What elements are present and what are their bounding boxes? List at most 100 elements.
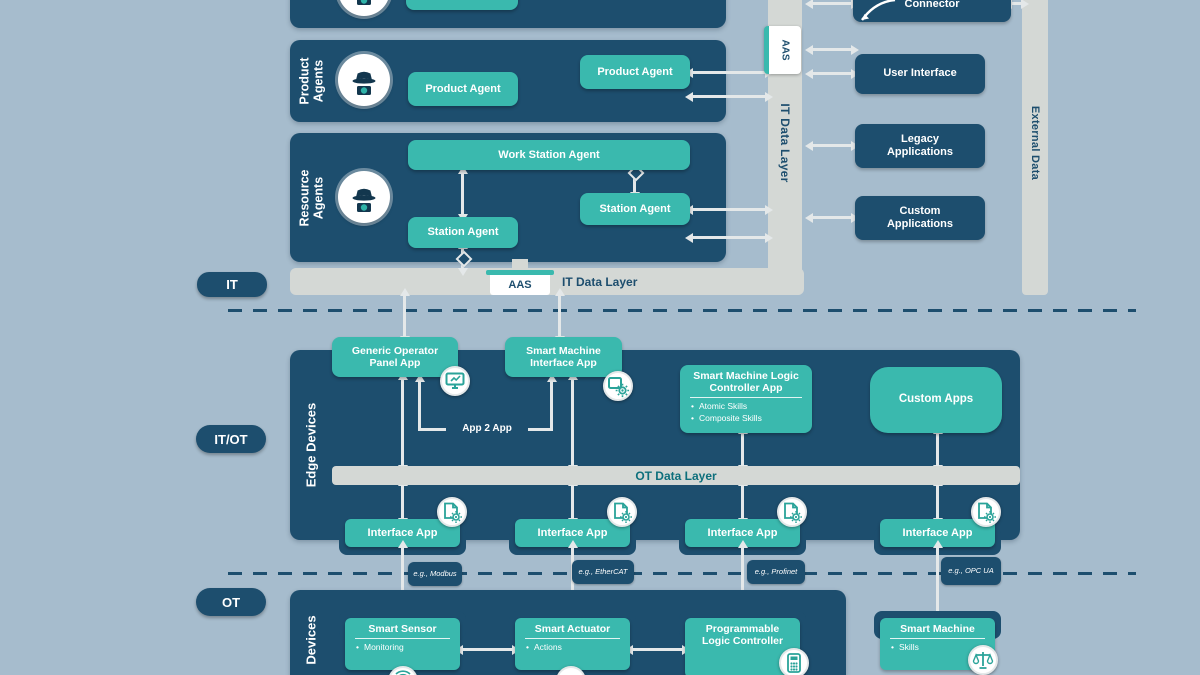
aas-tab-cap xyxy=(486,270,554,275)
arrow xyxy=(805,68,859,79)
arrow xyxy=(737,426,748,473)
edge-devices-label-strip: Edge Devices xyxy=(294,350,330,540)
divider xyxy=(890,638,985,640)
agent-avatar xyxy=(338,54,390,106)
arrow xyxy=(805,140,859,151)
external-data-bar xyxy=(1022,0,1048,295)
itot-ot-divider xyxy=(228,572,1136,575)
smart-sensor-card: Smart Sensor Monitoring xyxy=(345,618,460,670)
app2app-label: App 2 App xyxy=(446,420,528,437)
ot-devices-label-strip: Devices xyxy=(294,590,330,675)
product-agents-label: Product Agents xyxy=(297,57,326,105)
protocol-tag-opcua: e.g., OPC UA xyxy=(941,557,1001,585)
arrow xyxy=(737,478,748,526)
interface-app-icon-circle xyxy=(437,497,467,527)
legacy-applications-box: Legacy Applications xyxy=(855,124,985,168)
station-agent-button-right: Station Agent xyxy=(580,193,690,225)
arrow xyxy=(685,91,773,102)
monitor-icon xyxy=(445,372,465,389)
station-agent-button-left: Station Agent xyxy=(408,217,518,248)
generic-operator-panel-app: Generic Operator Panel App xyxy=(332,337,458,377)
sensor-icon xyxy=(395,670,411,675)
ot-devices-label: Devices xyxy=(303,615,319,665)
user-interface-box: User Interface xyxy=(855,54,985,94)
arrow xyxy=(397,478,408,526)
arrow xyxy=(546,374,557,429)
arrow xyxy=(625,644,690,655)
station-agent-left-label: Station Agent xyxy=(427,226,499,239)
arrow xyxy=(455,644,520,655)
smart-sensor-bullet: Monitoring xyxy=(351,642,454,654)
station-agent-right-label: Station Agent xyxy=(599,202,671,215)
arrow xyxy=(414,374,425,429)
external-data-label: External Data xyxy=(1029,105,1041,180)
it-data-layer-bottom-label: IT Data Layer xyxy=(562,274,638,289)
arrow xyxy=(399,288,410,344)
work-station-agent-button: Work Station Agent xyxy=(408,140,690,170)
product-agent-button-2: Product Agent xyxy=(580,55,690,89)
product-agents-label-strip: Product Agents xyxy=(292,40,332,122)
plc-icon-circle xyxy=(779,648,809,675)
interface-app-icon-circle xyxy=(777,497,807,527)
arrow xyxy=(805,44,859,55)
custom-apps-box: Custom Apps xyxy=(870,367,1002,433)
aas-vertical-label: AAS xyxy=(779,39,791,61)
arrow xyxy=(554,288,565,344)
smart-actuator-title: Smart Actuator xyxy=(534,623,611,635)
operator-panel-icon-circle xyxy=(440,366,470,396)
arrow xyxy=(932,540,943,625)
connector-box: Connector xyxy=(853,0,1011,22)
doc-gear-icon xyxy=(784,502,802,523)
aas-stem xyxy=(512,259,528,270)
arrow xyxy=(685,204,773,215)
smart-actuator-card: Smart Actuator Actions xyxy=(515,618,630,670)
divider xyxy=(355,638,450,640)
section-label-itot: IT/OT xyxy=(196,425,266,453)
aas-vertical-box: AAS xyxy=(764,26,801,74)
arrow xyxy=(567,478,578,526)
actuator-icon xyxy=(559,669,583,675)
product-agent-button-label: Product Agent xyxy=(425,82,501,95)
scale-icon xyxy=(972,652,994,669)
protocol-tag-profinet: e.g., Profinet xyxy=(747,560,805,584)
product-agent-button: Product Agent xyxy=(408,72,518,106)
agent-icon xyxy=(357,0,371,5)
section-label-it: IT xyxy=(197,272,267,297)
divider xyxy=(690,397,802,399)
arrow xyxy=(932,426,943,473)
smart-actuator-bullet: Actions xyxy=(521,642,624,654)
legacy-applications-label: Legacy Applications xyxy=(886,132,953,158)
smlc-title: Smart Machine Logic Controller App xyxy=(693,370,799,395)
arrow xyxy=(805,0,859,9)
quill-icon xyxy=(861,0,896,21)
smlc-bullet: Atomic Skills xyxy=(686,401,806,413)
arrow xyxy=(567,372,578,473)
aas-tab-label: AAS xyxy=(508,279,532,291)
aas-tab: AAS xyxy=(490,275,550,295)
custom-applications-label: Custom Applications xyxy=(886,204,953,230)
user-interface-label: User Interface xyxy=(883,67,957,80)
agent-icon xyxy=(352,71,376,95)
connector-quill xyxy=(858,0,898,27)
smart-sensor-title: Smart Sensor xyxy=(368,623,437,635)
smlc-bullet: Composite Skills xyxy=(686,413,806,425)
edge-devices-label: Edge Devices xyxy=(303,402,319,488)
calculator-icon xyxy=(787,653,801,673)
arrow xyxy=(805,212,859,223)
custom-applications-box: Custom Applications xyxy=(855,196,985,240)
machine-interface-icon-circle xyxy=(603,371,633,401)
doc-gear-icon xyxy=(444,502,462,523)
smart-machine-interface-app: Smart Machine Interface App xyxy=(505,337,622,377)
interface-app-icon-circle xyxy=(971,497,1001,527)
smart-machine-icon-circle xyxy=(968,645,998,675)
protocol-tag-ethercat: e.g., EtherCAT xyxy=(572,560,634,584)
arrow xyxy=(397,372,408,473)
smart-machine-title: Smart Machine xyxy=(900,623,975,635)
connector-label: Connector xyxy=(904,0,960,10)
smart-machine-logic-controller-app: Smart Machine Logic Controller App Atomi… xyxy=(680,365,812,433)
it-itot-divider xyxy=(228,309,1136,312)
external-data-strip: External Data xyxy=(1022,0,1048,295)
resource-agents-label: Resource Agents xyxy=(297,169,326,226)
protocol-tag-modbus: e.g., Modbus xyxy=(408,562,462,586)
